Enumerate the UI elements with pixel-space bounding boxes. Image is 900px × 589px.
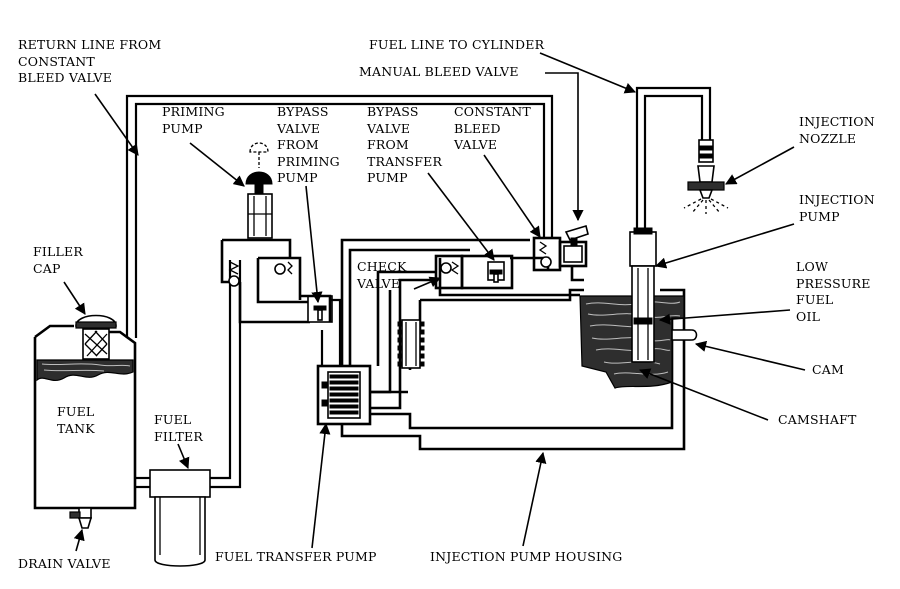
injection-nozzle-label: INJECTION NOZZLE [799,114,875,146]
bypass-valve-priming [300,294,333,323]
low-pressure-fuel-oil-label: LOW PRESSURE FUEL OIL [796,259,871,324]
drain-valve [69,507,93,529]
injection-pump-housing-label: INJECTION PUMP HOUSING [430,549,623,564]
camshaft-label: CAMSHAFT [778,412,857,427]
fuel-transfer-pump-label: FUEL TRANSFER PUMP [215,549,377,564]
injection-pump [579,227,698,389]
fuel-filter-label: FUEL FILTER [154,412,203,444]
priming-check-valve-right [274,261,293,275]
constant-bleed-valve [532,236,562,272]
injection-nozzle [683,139,729,214]
manual-bleed-valve-label: MANUAL BLEED VALVE [359,64,519,79]
priming-check-valve-left [228,261,240,287]
return-line-pipe [125,94,554,338]
cam-label: CAM [812,362,844,377]
priming-to-transfer-pipe [320,298,342,366]
priming-pump-label: PRIMING PUMP [162,104,225,136]
injection-pump-housing-outline [340,238,686,451]
filler-cap-label: FILLER CAP [33,244,83,276]
bypass-valve-priming-label: BYPASS VALVE FROM PRIMING PUMP [277,104,340,186]
fuel-line-to-cylinder-label: FUEL LINE TO CYLINDER [369,37,545,52]
fuel-tank-label: FUEL TANK [57,404,95,436]
fuel-line-to-cylinder-pipe [635,86,712,230]
priming-pump [220,142,310,324]
fuel-transfer-pump [316,364,372,426]
return-line-label: RETURN LINE FROM CONSTANT BLEED VALVE [18,37,162,86]
leader-lines [63,52,806,552]
bypass-valve-transfer-label: BYPASS VALVE FROM TRANSFER PUMP [367,104,443,186]
check-valve-label: CHECK VALVE [357,259,407,291]
injection-pump-label: INJECTION PUMP [799,192,875,224]
bypass-valve-transfer [460,254,514,290]
fuel-tank [33,314,137,510]
drive-gear [397,319,425,369]
drain-valve-label: DRAIN VALVE [18,556,111,571]
manual-bleed-valve [558,224,589,282]
fuel-filter [135,260,242,567]
constant-bleed-valve-label: CONSTANT BLEED VALVE [454,104,531,153]
